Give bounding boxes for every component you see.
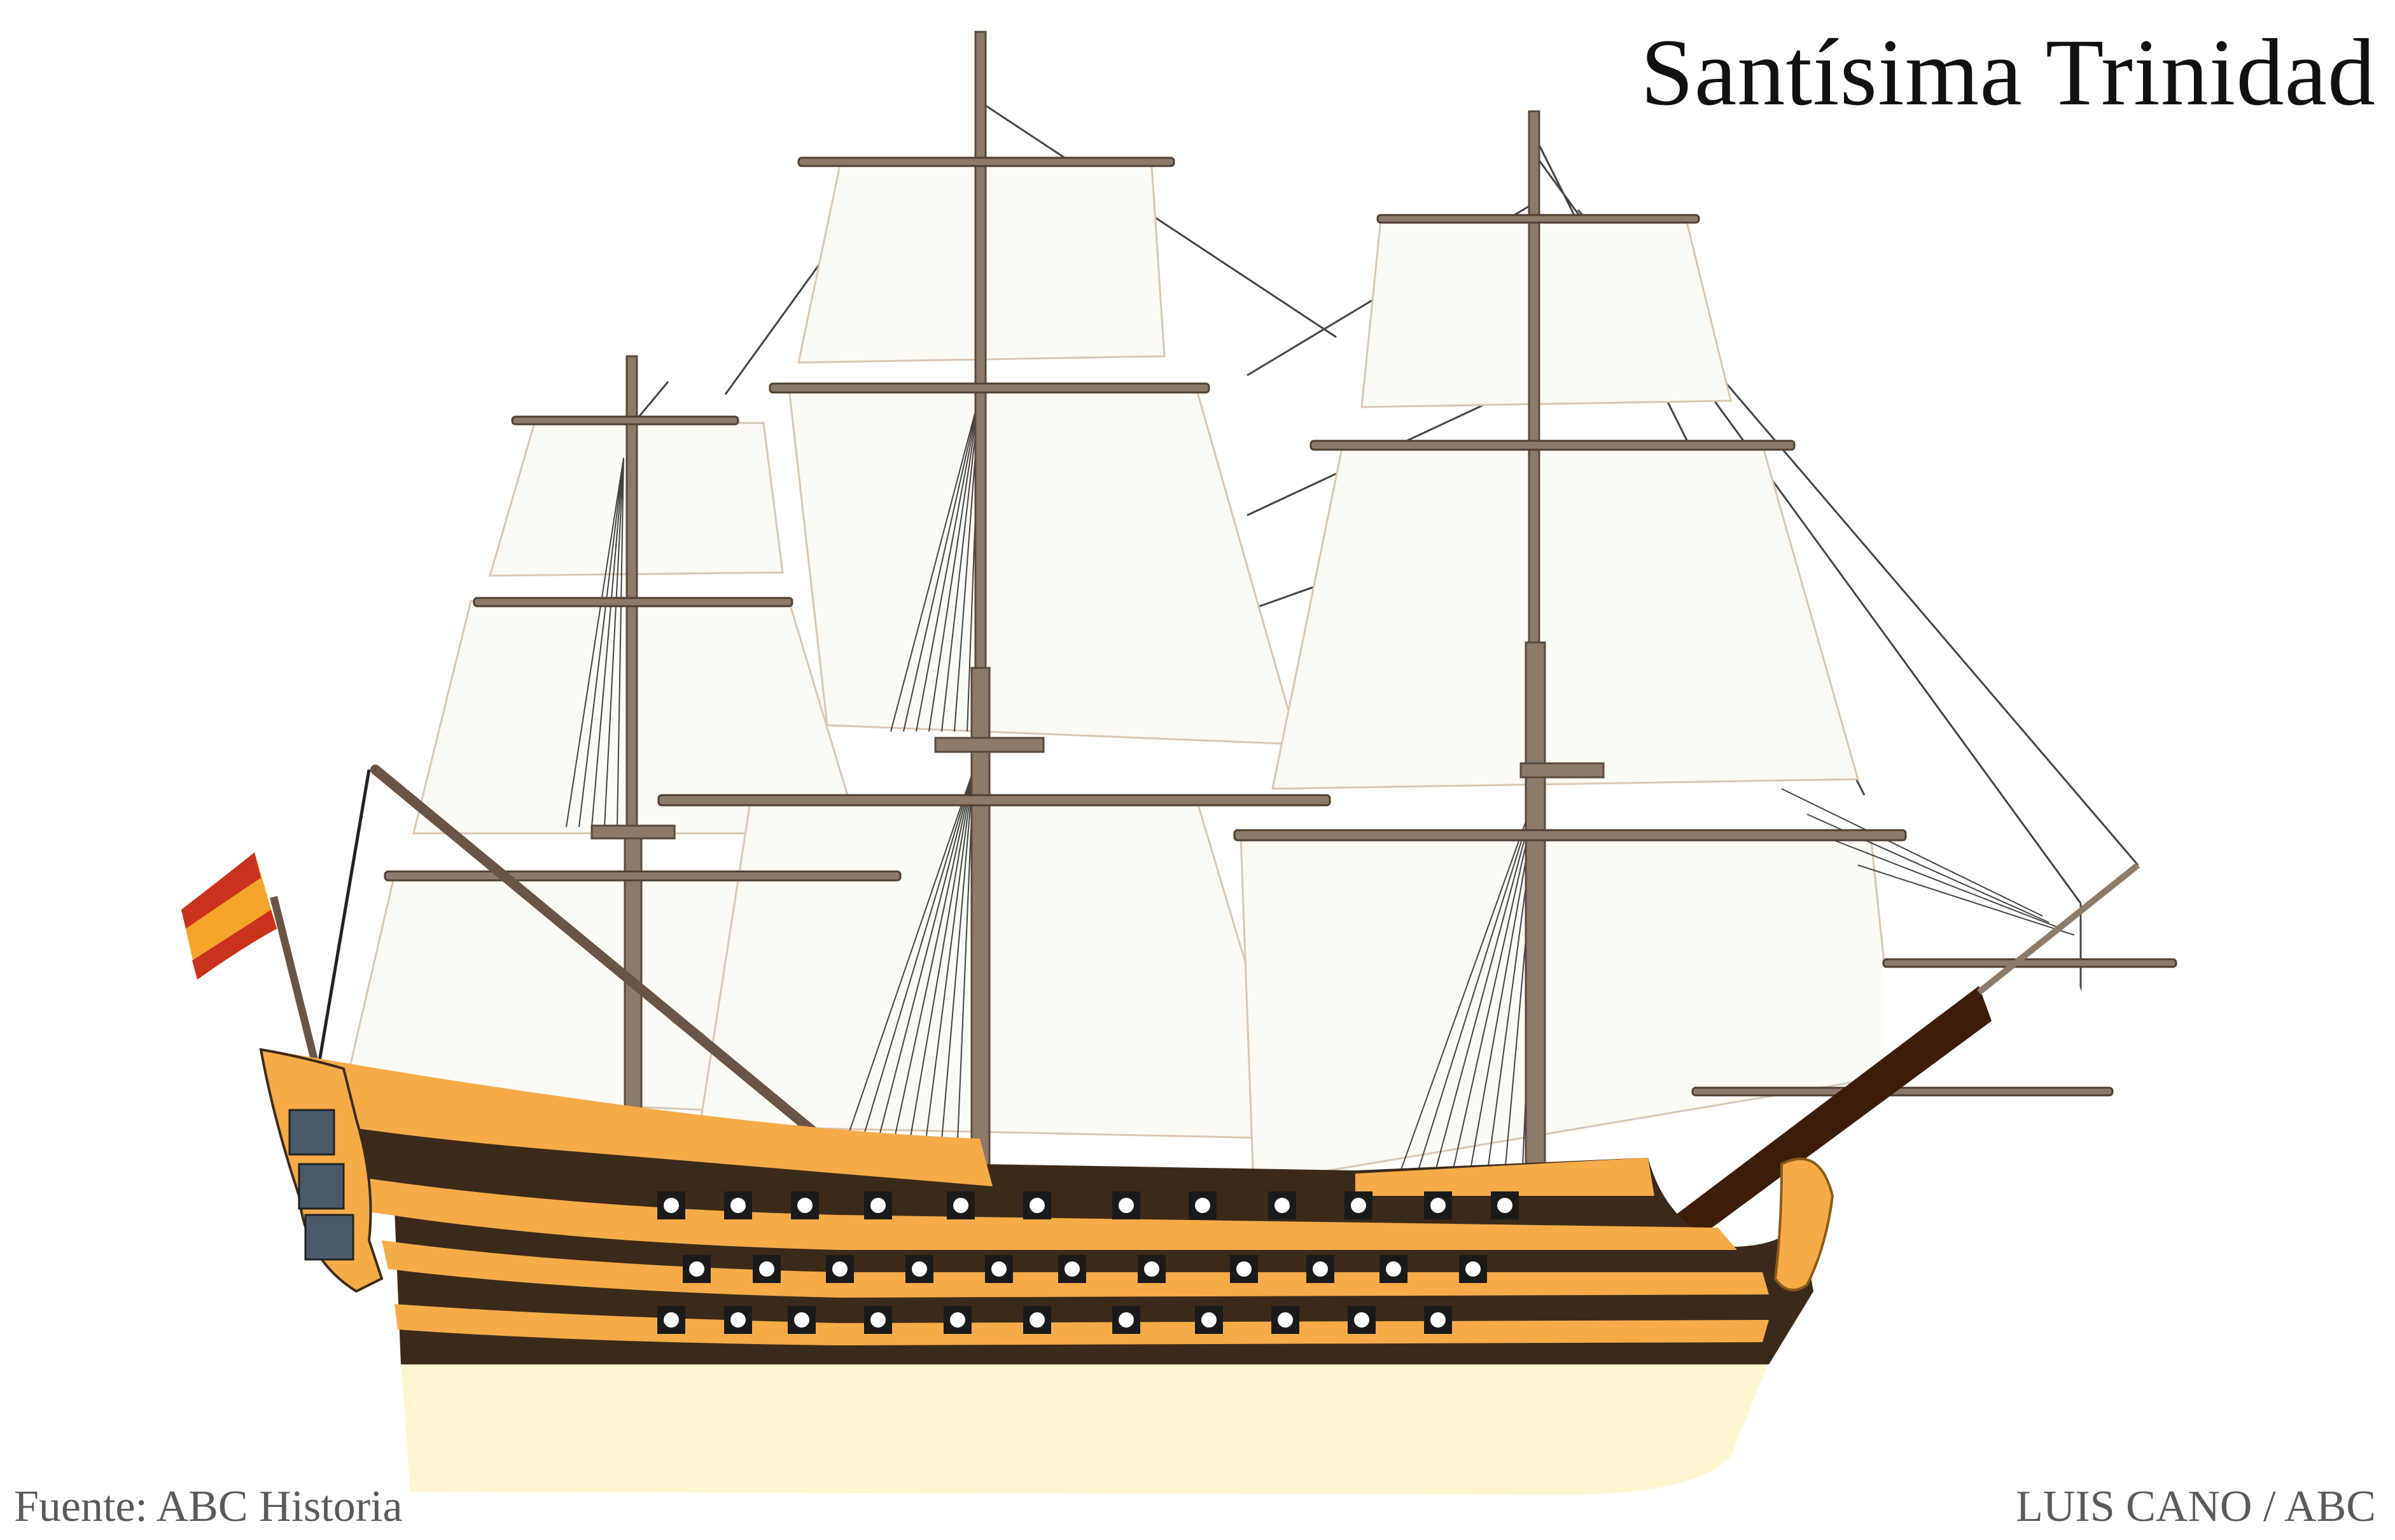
credit-caption: LUIS CANO / ABC	[2016, 1482, 2376, 1531]
yards	[384, 156, 2177, 1097]
gunport-muzzle	[1119, 1198, 1134, 1213]
gunport-muzzle	[950, 1312, 965, 1328]
gunport-muzzle	[794, 1312, 809, 1328]
gunport-muzzle	[1274, 1198, 1290, 1213]
gunport-muzzle	[1465, 1261, 1481, 1277]
gunport-muzzle	[1119, 1312, 1134, 1328]
figurehead	[1773, 1157, 1834, 1291]
stripe-3	[395, 1304, 1769, 1345]
gunport-muzzle	[1354, 1312, 1369, 1328]
main-top	[934, 737, 1045, 753]
fore-top	[1519, 762, 1605, 779]
gunport-muzzle	[1497, 1198, 1512, 1213]
gunport-muzzle	[759, 1261, 774, 1277]
hull-bottom	[401, 1361, 1769, 1495]
gunport-muzzle	[664, 1312, 679, 1328]
gunport-muzzle	[912, 1261, 927, 1277]
gunport-muzzle	[991, 1261, 1007, 1277]
gunport-muzzle	[1030, 1312, 1045, 1328]
gunport-muzzle	[1351, 1198, 1366, 1213]
gunport-muzzle	[1201, 1312, 1217, 1328]
sails	[342, 164, 2119, 1184]
gunport-muzzle	[1236, 1261, 1252, 1277]
gunport-muzzle	[1430, 1198, 1446, 1213]
stripe-1	[356, 1177, 1737, 1250]
gunport-muzzle	[1313, 1261, 1328, 1277]
gunports	[657, 1191, 1519, 1334]
gunport-muzzle	[1278, 1312, 1293, 1328]
gunport-muzzle	[832, 1261, 848, 1277]
shrouds	[566, 394, 2075, 1216]
gunport-muzzle	[664, 1198, 679, 1213]
gunport-muzzle	[1030, 1198, 1045, 1213]
gunport-muzzle	[730, 1198, 746, 1213]
gunport-muzzle	[870, 1198, 886, 1213]
gunport-muzzle	[1195, 1198, 1210, 1213]
title: Santísima Trinidad	[1640, 20, 2376, 125]
source-caption: Fuente: ABC Historia	[14, 1482, 403, 1531]
fore-royal	[1360, 218, 1732, 408]
gunport-muzzle	[689, 1261, 704, 1277]
mizzen-top	[590, 824, 676, 840]
fore-mast-lower	[1525, 641, 1546, 1184]
spanish-flag	[181, 852, 322, 1076]
gunport-muzzle	[870, 1312, 886, 1328]
gunport-muzzle	[1065, 1261, 1080, 1277]
gunport-muzzle	[730, 1312, 746, 1328]
bowsprit	[1667, 863, 2140, 1247]
stripe-2	[382, 1240, 1769, 1298]
gunport-muzzle	[1386, 1261, 1401, 1277]
gunport-muzzle	[1144, 1261, 1159, 1277]
gunport-muzzle	[953, 1198, 968, 1213]
main-topgallant	[788, 387, 1300, 746]
spanker-gaff	[316, 765, 858, 1169]
gunport-muzzle	[1430, 1312, 1446, 1328]
fore-topgallant	[1271, 444, 1859, 790]
main-topsail	[699, 797, 1300, 1140]
spritsail	[1883, 954, 2119, 1100]
gunport-muzzle	[797, 1198, 813, 1213]
